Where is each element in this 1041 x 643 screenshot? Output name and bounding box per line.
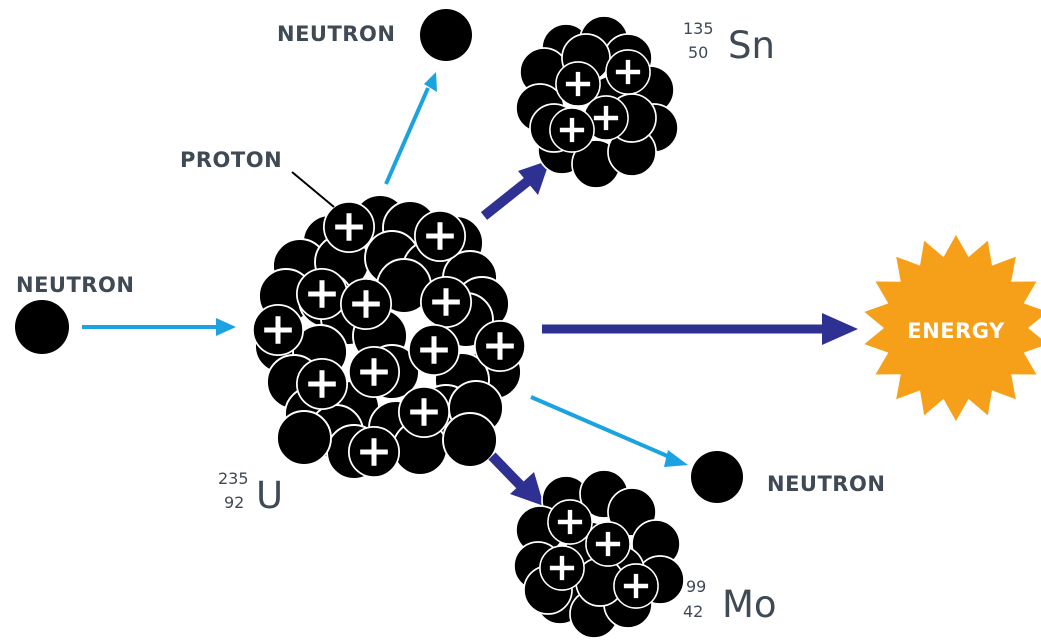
plus-sign-icon — [565, 71, 591, 97]
plus-sign-icon — [486, 332, 514, 360]
molybdenum-mass-number: 99 — [686, 577, 706, 596]
arrow-to-molybdenum — [488, 452, 527, 492]
label-proton: PROTON — [180, 148, 282, 172]
plus-sign-icon — [557, 509, 583, 535]
plus-sign-icon — [308, 280, 336, 308]
label-neutron-top: NEUTRON — [277, 22, 395, 46]
proton-pointer-line — [291, 171, 335, 208]
arrow-to-tin-head — [518, 160, 550, 195]
uranium-nucleus — [252, 194, 526, 480]
molybdenum-symbol: Mo — [722, 583, 777, 626]
arrow-neutron-right-head — [664, 450, 688, 467]
energy-label: ENERGY — [907, 319, 1005, 343]
plus-sign-icon — [352, 290, 380, 318]
plus-sign-icon — [308, 370, 336, 398]
arrow-neutron-top-head — [424, 72, 437, 92]
neutron-sphere — [442, 412, 498, 468]
tin-nucleus — [515, 15, 679, 189]
plus-sign-icon — [420, 336, 448, 364]
plus-sign-icon — [432, 288, 460, 316]
plus-sign-icon — [360, 358, 388, 386]
molybdenum-atomic-number: 42 — [683, 602, 703, 621]
neutron-top — [420, 9, 472, 61]
arrow-to-molybdenum-head — [510, 472, 544, 506]
plus-sign-icon — [623, 573, 649, 599]
plus-sign-icon — [559, 117, 585, 143]
molybdenum-nucleus — [513, 469, 685, 639]
arrow-to-tin — [480, 177, 532, 220]
tin-symbol: Sn — [728, 24, 775, 67]
uranium-atomic-number: 92 — [224, 493, 244, 512]
plus-sign-icon — [426, 222, 454, 250]
energy-burst — [864, 235, 1041, 421]
label-neutron-incoming: NEUTRON — [16, 273, 134, 297]
neutron-right — [691, 451, 743, 503]
neutron-sphere — [276, 410, 332, 466]
plus-sign-icon — [410, 398, 438, 426]
plus-sign-icon — [264, 316, 292, 344]
tin-atomic-number: 50 — [688, 43, 708, 62]
arrow-neutron-right — [530, 395, 673, 460]
plus-sign-icon — [335, 213, 363, 241]
arrow-neutron-top — [384, 87, 430, 185]
uranium-symbol: U — [256, 474, 283, 517]
tin-mass-number: 135 — [683, 19, 714, 38]
label-neutron-right: NEUTRON — [767, 472, 885, 496]
plus-sign-icon — [593, 105, 619, 131]
neutron-incoming — [15, 300, 69, 354]
plus-sign-icon — [549, 555, 575, 581]
plus-sign-icon — [615, 59, 641, 85]
plus-sign-icon — [360, 438, 388, 466]
plus-sign-icon — [595, 531, 621, 557]
arrow-to-energy-head — [822, 313, 858, 345]
uranium-mass-number: 235 — [218, 469, 249, 488]
arrow-neutron-in-head — [216, 318, 236, 336]
